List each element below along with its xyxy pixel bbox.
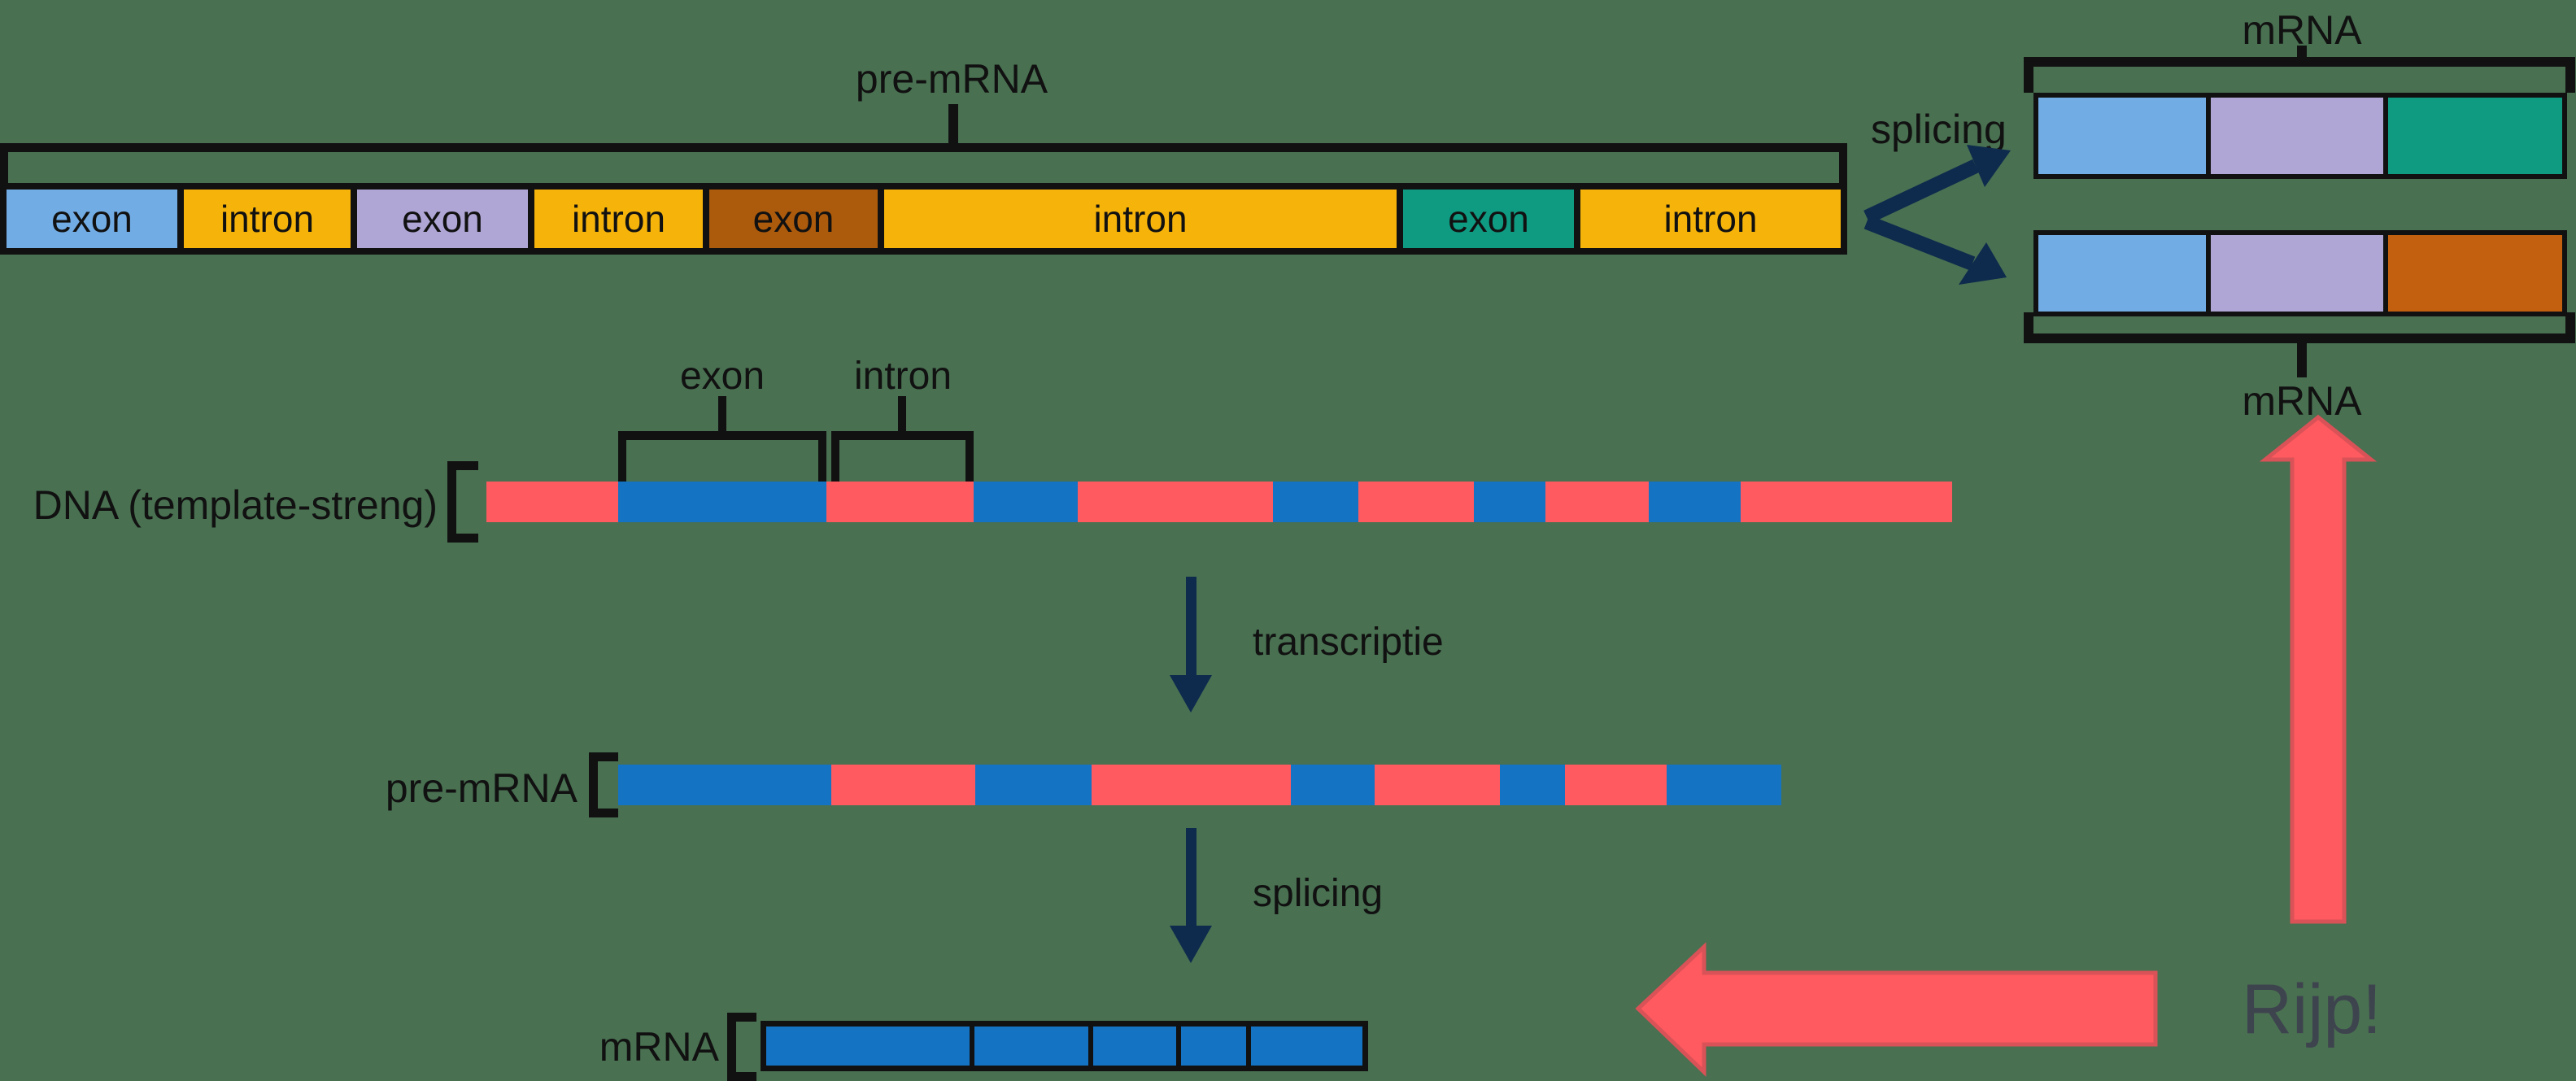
mrna-top-bracket-tick-right (2565, 57, 2575, 93)
pre-mrna-bracket-tick-right (1839, 143, 1847, 183)
splicing-step-label: splicing (1253, 872, 1384, 915)
mrna-top-label: mRNA (2242, 7, 2362, 53)
dna-exon-stem (718, 396, 726, 431)
mrna-bar-2 (2033, 230, 2567, 316)
segment-strand_blue (1273, 482, 1358, 522)
dna-strand (486, 482, 1952, 522)
dna-intron-tick-left (831, 431, 839, 482)
segment-strand_blue (1181, 1027, 1246, 1066)
segment-exon: exon (709, 190, 878, 248)
splicing-branch-label: splicing (1871, 107, 2007, 152)
segment-intron: intron (184, 190, 351, 248)
segment-label: intron (571, 198, 666, 240)
segment-label: exon (1448, 198, 1529, 240)
segment-label: intron (1093, 198, 1188, 240)
segment-pink (826, 482, 974, 522)
dna-label: DNA (template-streng) (33, 482, 438, 528)
pre-mrna-strand-bracket-arm-top (589, 752, 618, 761)
pre-mrna-strand-label: pre-mRNA (385, 765, 578, 811)
pre-mrna-bracket-line (0, 143, 1847, 152)
segment-label: exon (51, 198, 133, 240)
segment-blue_exon (2038, 235, 2206, 312)
segment-purple (2211, 235, 2383, 312)
maturation-left-arrow (1635, 942, 2158, 1077)
segment-pink (1545, 482, 1649, 522)
mrna-top-bracket-line (2024, 57, 2575, 67)
segment-strand_blue (618, 482, 826, 522)
segment-label: intron (1663, 198, 1758, 240)
segment-label: exon (402, 198, 483, 240)
segment-intron: intron (884, 190, 1397, 248)
segment-intron: intron (534, 190, 703, 248)
segment-strand_blue (1500, 765, 1565, 805)
segment-strand_blue (1649, 482, 1741, 522)
segment-exon: exon (357, 190, 528, 248)
dna-bracket (447, 461, 456, 543)
mrna-bottom-bracket-line (2024, 333, 2575, 343)
segment-exon: exon (1403, 190, 1574, 248)
mrna-bottom-bracket-stem (2297, 343, 2307, 377)
dna-exon-bracket (618, 431, 826, 440)
mrna-strand-bracket-arm-bottom (727, 1072, 756, 1081)
dna-exon-tick-right (818, 431, 826, 482)
dna-intron-label: intron (853, 355, 952, 398)
dna-exon-label: exon (679, 355, 765, 398)
dna-intron-tick-right (965, 431, 974, 482)
pre-mrna-strand (618, 765, 1781, 805)
pre-mrna-top-label: pre-mRNA (855, 56, 1048, 102)
segment-pink (1565, 765, 1667, 805)
rijp-label: Rijp! (2242, 970, 2382, 1048)
mrna-strand-label: mRNA (599, 1024, 719, 1070)
dna-bracket-arm-top (447, 461, 478, 470)
mrna-bottom-label: mRNA (2242, 378, 2362, 424)
maturation-up-arrow (2259, 414, 2378, 924)
segment-pink (1741, 482, 1952, 522)
splicing-arrow (1170, 828, 1212, 963)
pre-mrna-strand-bracket (589, 752, 598, 817)
segment-strand_blue (1251, 1027, 1362, 1066)
segment-label: exon (752, 198, 835, 240)
segment-purple (2211, 98, 2383, 174)
pre-mrna-bracket-tick-left (0, 143, 8, 183)
segment-pink (1375, 765, 1500, 805)
mrna-bar-1 (2033, 93, 2567, 179)
pre-mrna-bar: exon intron exon intron exon intron exon intron (0, 183, 1847, 255)
segment-exon: exon (7, 190, 177, 248)
mrna-top-bracket-stem (2297, 46, 2307, 59)
dna-exon-tick-left (618, 431, 626, 482)
splicing-branch-arrows (1863, 145, 2011, 285)
segment-orange (2388, 235, 2562, 312)
mrna-strand-bracket-arm-top (727, 1013, 756, 1022)
transcription-arrow (1170, 577, 1212, 713)
segment-teal (2388, 98, 2562, 174)
segment-strand_blue (974, 482, 1078, 522)
dna-bracket-arm-bottom (447, 534, 478, 543)
segment-label: intron (220, 198, 315, 240)
segment-strand_blue (1667, 765, 1781, 805)
segment-strand_blue (974, 1027, 1088, 1066)
mrna-strand-bracket (727, 1013, 736, 1081)
segment-pink (486, 482, 618, 522)
segment-strand_blue (1093, 1027, 1176, 1066)
dna-intron-stem (898, 396, 906, 431)
dna-intron-bracket (831, 431, 974, 440)
segment-strand_blue (1474, 482, 1545, 522)
segment-pink (831, 765, 975, 805)
segment-strand_blue (766, 1027, 970, 1066)
mrna-strand (761, 1021, 1368, 1071)
segment-pink (1358, 482, 1474, 522)
segment-blue_exon (2038, 98, 2206, 174)
segment-pink (1078, 482, 1273, 522)
mrna-top-bracket-tick-left (2024, 57, 2033, 93)
transcription-label: transcriptie (1253, 621, 1444, 664)
segment-strand_blue (1291, 765, 1375, 805)
segment-strand_blue (975, 765, 1092, 805)
segment-intron: intron (1580, 190, 1841, 248)
pre-mrna-bracket-stem (948, 104, 958, 143)
segment-strand_blue (618, 765, 831, 805)
pre-mrna-strand-bracket-arm-bottom (589, 809, 618, 817)
segment-pink (1092, 765, 1291, 805)
